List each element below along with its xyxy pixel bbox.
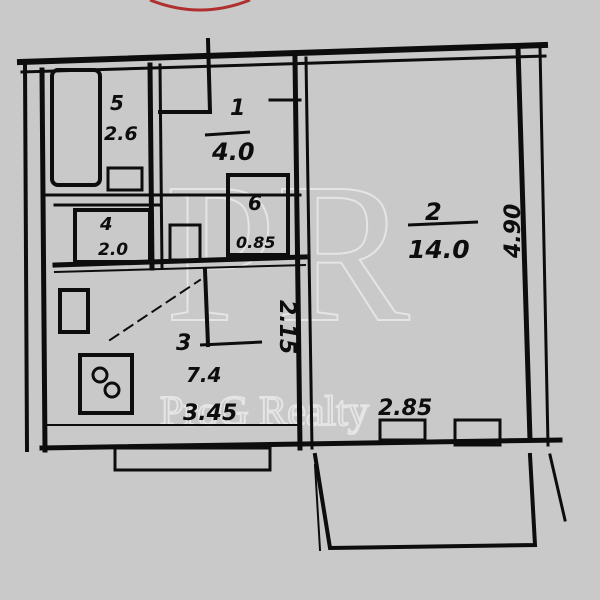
dimension-room2-width: 2.85 <box>378 396 432 421</box>
dimension-kitchen-side: 2.15 <box>274 300 299 354</box>
toilet-box <box>73 208 152 264</box>
room-2-label: 2 14.0 <box>407 198 479 264</box>
room-3-label: 3 7.4 <box>176 331 263 387</box>
svg-text:0.85: 0.85 <box>236 233 275 252</box>
kitchen-window <box>113 446 272 472</box>
svg-text:3: 3 <box>176 331 191 356</box>
watermark: PR ProG Realty <box>159 142 411 436</box>
svg-text:2.0: 2.0 <box>98 240 128 260</box>
sink <box>106 166 144 192</box>
svg-text:7.4: 7.4 <box>186 363 221 387</box>
room-6-label: 6 0.85 <box>236 191 275 252</box>
dimension-room2-length: 4.90 <box>501 204 526 259</box>
room-4-label: 4 2.0 <box>98 214 128 260</box>
stamp-fragment <box>149 0 251 12</box>
stove <box>78 353 134 415</box>
dimension-kitchen-width: 3.45 <box>183 401 237 426</box>
svg-text:1: 1 <box>230 96 245 121</box>
balcony <box>312 452 538 551</box>
watermark-text: ProG Realty <box>160 389 369 435</box>
closet <box>226 173 290 257</box>
bathtub <box>50 68 102 187</box>
kitchen-sink <box>58 288 90 334</box>
room-1-label: 1 4.0 <box>204 96 255 166</box>
svg-text:2: 2 <box>425 198 442 226</box>
svg-text:14.0: 14.0 <box>408 235 470 264</box>
svg-text:4.0: 4.0 <box>211 138 255 166</box>
svg-text:4: 4 <box>99 214 113 235</box>
svg-text:6: 6 <box>248 191 262 215</box>
svg-text:5: 5 <box>110 91 124 115</box>
svg-text:2.6: 2.6 <box>104 123 138 145</box>
walls <box>16 37 567 552</box>
room-5-label: 5 2.6 <box>104 91 138 145</box>
